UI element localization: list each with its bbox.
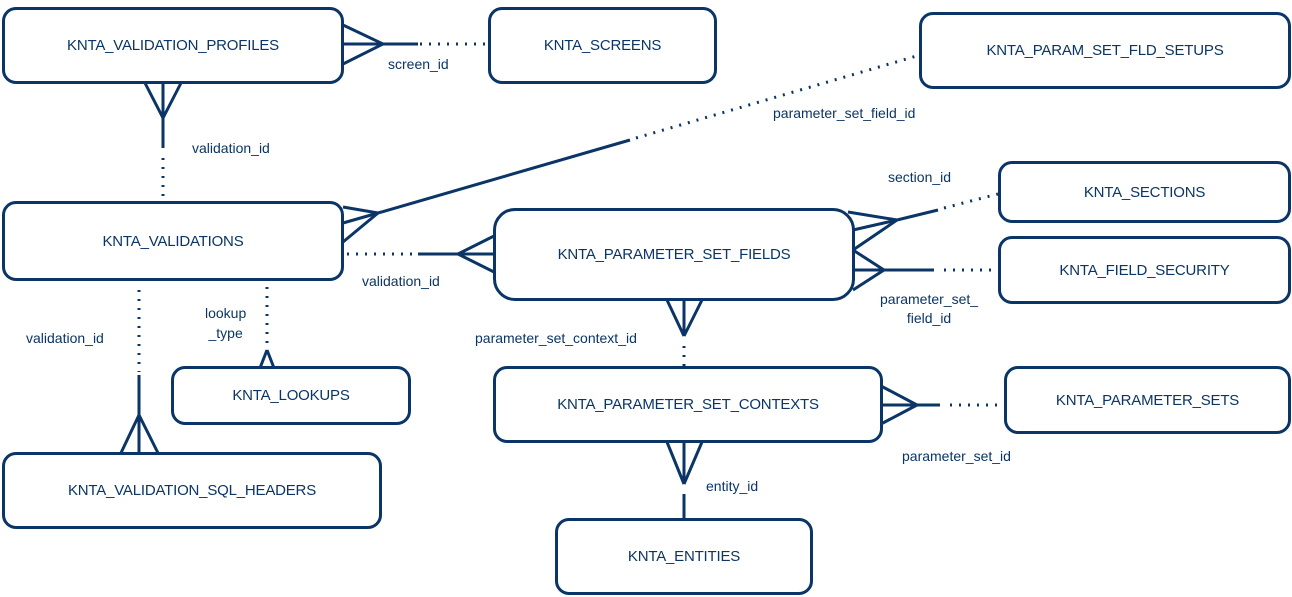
- label-parameter-set-field-id-security: parameter_set_ field_id: [880, 291, 979, 326]
- rel-validation-id-fields: [347, 234, 495, 274]
- entity-name: KNTA_PARAM_SET_FLD_SETUPS: [986, 42, 1224, 59]
- label-validation-id-sql-headers: validation_id: [26, 330, 104, 346]
- label-parameter-set-id: parameter_set_id: [902, 448, 1011, 464]
- label-validation-id-fields: validation_id: [362, 273, 440, 289]
- rel-lookup-type: [258, 287, 276, 369]
- label-entity-id: entity_id: [706, 478, 759, 494]
- label-parameter-set-field-id-setups: parameter_set_field_id: [773, 105, 916, 121]
- entity-validation-sql-headers[interactable]: KNTA_VALIDATION_SQL_HEADERS: [2, 452, 382, 529]
- entity-name: KNTA_FIELD_SECURITY: [1059, 261, 1230, 279]
- entity-lookups[interactable]: KNTA_LOOKUPS: [171, 366, 411, 425]
- entity-validation-profiles[interactable]: KNTA_VALIDATION_PROFILES: [2, 7, 344, 84]
- rel-validation-id-profiles: [143, 82, 183, 196]
- entity-validations[interactable]: KNTA_VALIDATIONS: [2, 201, 344, 281]
- entity-name: KNTA_VALIDATIONS: [102, 232, 244, 250]
- entity-entities[interactable]: KNTA_ENTITIES: [555, 518, 813, 595]
- entity-name: KNTA_PARAMETER_SETS: [1055, 391, 1240, 409]
- entity-param-set-fld-setups[interactable]: KNTA_PARAM_SET_FLD_SETUPS: [919, 12, 1291, 89]
- entity-parameter-set-fields[interactable]: KNTA_PARAMETER_SET_FIELDS: [493, 208, 855, 301]
- entity-name: KNTA_VALIDATION_SQL_HEADERS: [67, 482, 316, 499]
- entity-name: KNTA_PARAMETER_SET_CONTEXTS: [557, 396, 819, 413]
- rel-validation-id-sql-headers: [118, 290, 161, 456]
- rel-parameter-set-context-id: [665, 299, 704, 366]
- label-screen-id: screen_id: [388, 56, 449, 72]
- label-validation-id-profiles: validation_id: [192, 140, 270, 156]
- entity-field-security[interactable]: KNTA_FIELD_SECURITY: [998, 236, 1291, 304]
- label-parameter-set-context-id: parameter_set_context_id: [475, 330, 637, 346]
- rel-entity-id: [665, 441, 704, 520]
- entity-screens[interactable]: KNTA_SCREENS: [488, 7, 717, 84]
- entity-name: KNTA_VALIDATION_PROFILES: [67, 37, 279, 54]
- rel-screen-id: [342, 23, 488, 66]
- entity-name: KNTA_SCREENS: [543, 37, 662, 54]
- entity-sections[interactable]: KNTA_SECTIONS: [998, 161, 1291, 223]
- entity-name: KNTA_ENTITIES: [627, 548, 741, 565]
- label-section-id: section_id: [888, 169, 952, 185]
- entity-parameter-sets[interactable]: KNTA_PARAMETER_SETS: [1004, 366, 1291, 434]
- label-lookup-type: lookup _type: [205, 305, 247, 341]
- rel-parameter-set-field-id-setups: [342, 53, 921, 244]
- entity-name: KNTA_LOOKUPS: [232, 387, 350, 404]
- entity-parameter-set-contexts[interactable]: KNTA_PARAMETER_SET_CONTEXTS: [493, 366, 883, 443]
- rel-parameter-set-field-id-security: [852, 248, 998, 292]
- entity-name: KNTA_PARAMETER_SET_FIELDS: [557, 246, 791, 263]
- entity-name: KNTA_SECTIONS: [1083, 183, 1206, 201]
- rel-parameter-set-id: [880, 384, 1004, 426]
- rel-section-id: [847, 192, 999, 252]
